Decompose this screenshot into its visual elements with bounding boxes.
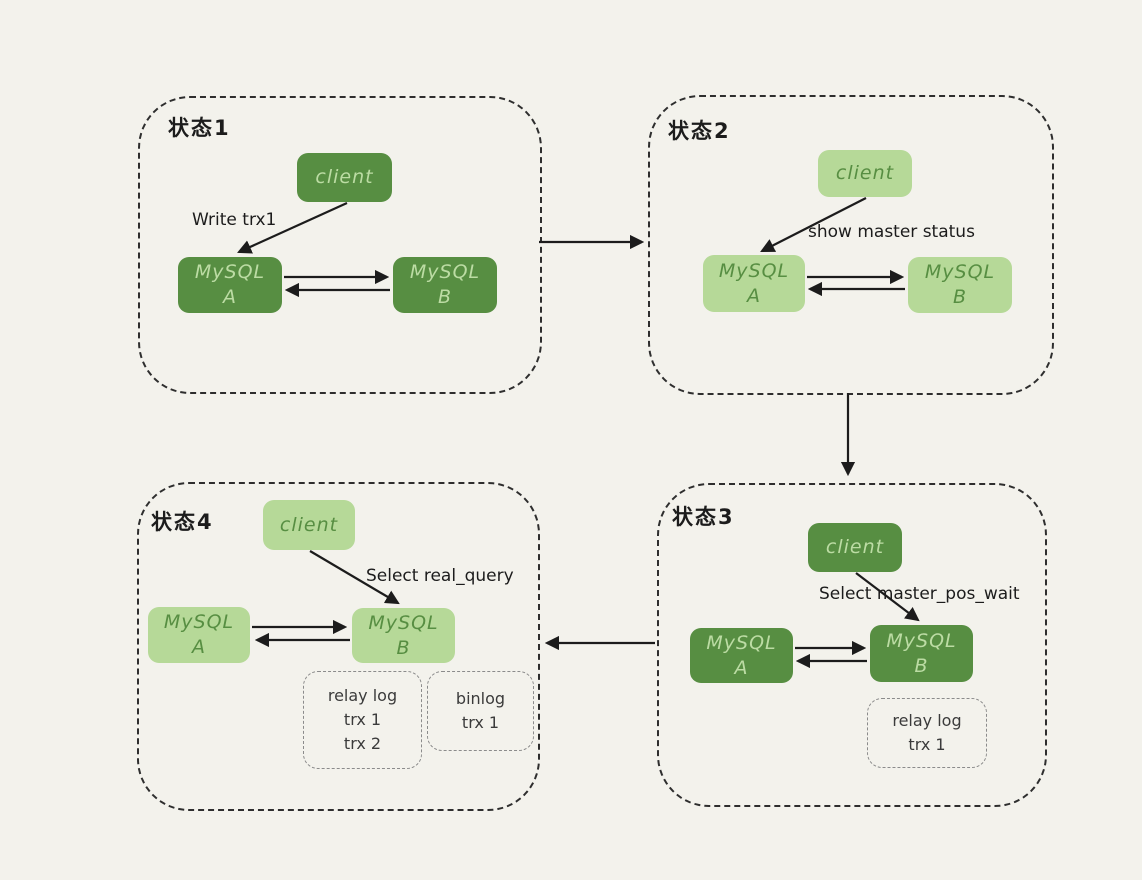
log-line: binlog [455, 689, 506, 708]
log-line: trx 1 [908, 735, 946, 754]
client-label: client [835, 162, 895, 184]
mysql-id-label: B [914, 654, 929, 677]
log-line: trx 2 [343, 734, 382, 753]
panel-title-state-1: 状态1 [168, 116, 231, 140]
mysql-id-label: B [437, 286, 453, 308]
panel-state-1 [138, 96, 542, 394]
mysql-a-box-state2: MySQL A [703, 255, 805, 312]
client-box-state1: client [297, 153, 392, 202]
client-label: client [825, 536, 885, 558]
mysql-a-box-state3: MySQL A [690, 628, 793, 683]
mysql-id-label: A [192, 636, 206, 658]
mysql-label: MySQL [368, 611, 439, 634]
mysql-label: MySQL [886, 629, 957, 652]
mysql-label: MySQL [409, 261, 481, 283]
panel-title-state-2: 状态2 [668, 119, 731, 143]
mysql-id-label: B [396, 636, 411, 659]
mysql-id-label: A [747, 284, 761, 307]
panel-title-state-3: 状态3 [672, 505, 735, 529]
mysql-b-box-state3: MySQL B [870, 625, 973, 682]
mysql-label: MySQL [163, 611, 235, 633]
action-label-state4: Select real_query [366, 566, 514, 586]
panel-state-3 [657, 483, 1047, 807]
panel-title-state-4: 状态4 [151, 510, 214, 534]
client-label: client [315, 166, 374, 188]
binlog-box-state4: binlog trx 1 [427, 671, 534, 751]
mysql-label: MySQL [924, 261, 996, 283]
client-box-state2: client [818, 150, 912, 197]
log-line: trx 1 [461, 713, 500, 732]
mysql-label: MySQL [706, 631, 777, 654]
panel-state-4 [137, 482, 540, 811]
client-label: client [279, 513, 339, 536]
mysql-a-box-state4: MySQL A [148, 607, 250, 663]
mysql-label: MySQL [718, 259, 790, 282]
relay-log-box-state4: relay log trx 1 trx 2 [303, 671, 422, 769]
mysql-id-label: A [734, 656, 749, 679]
mysql-b-box-state2: MySQL B [908, 257, 1012, 313]
action-label-state1: Write trx1 [192, 210, 277, 230]
client-box-state4: client [263, 500, 355, 550]
mysql-b-box-state1: MySQL B [393, 257, 497, 313]
mysql-id-label: B [952, 286, 968, 308]
mysql-id-label: A [223, 286, 237, 308]
log-line: relay log [892, 711, 962, 730]
mysql-label: MySQL [194, 261, 266, 283]
mysql-a-box-state1: MySQL A [178, 257, 282, 313]
client-box-state3: client [808, 523, 902, 572]
action-label-state2: show master status [808, 222, 975, 242]
mysql-b-box-state4: MySQL B [352, 608, 455, 663]
action-label-state3: Select master_pos_wait [819, 584, 1020, 604]
log-line: relay log [327, 686, 398, 705]
relay-log-box-state3: relay log trx 1 [867, 698, 987, 768]
log-line: trx 1 [343, 710, 382, 729]
panel-state-2 [648, 95, 1054, 395]
